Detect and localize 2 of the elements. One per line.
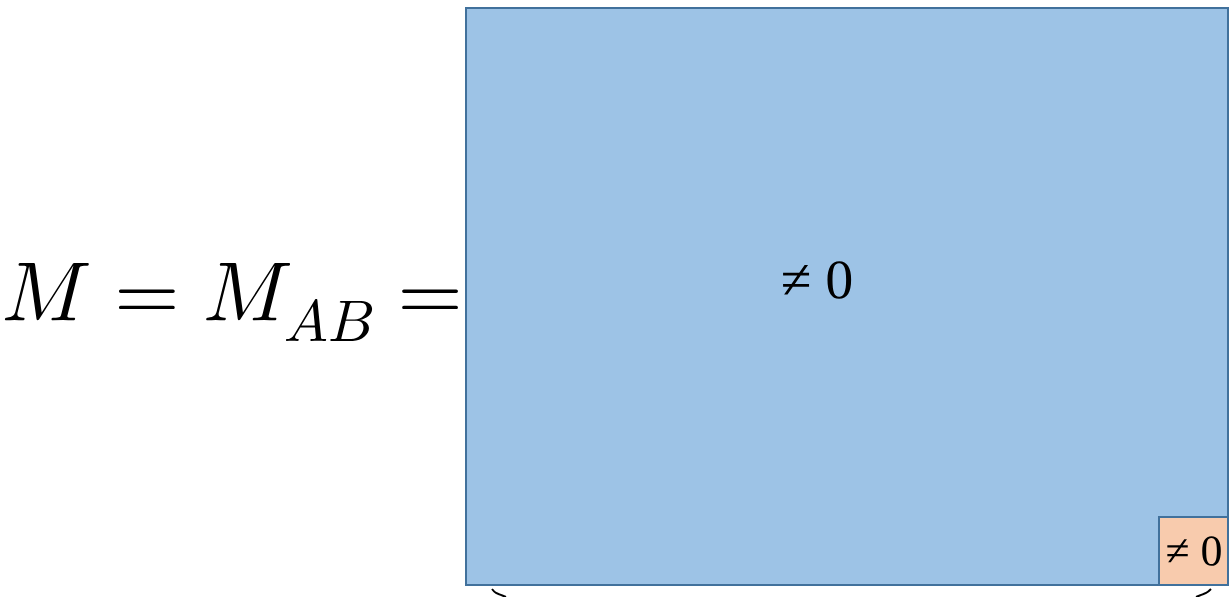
sub-block: ≠ 0	[1158, 516, 1229, 586]
equation: $M = M_{AB} =$	[4, 263, 458, 341]
